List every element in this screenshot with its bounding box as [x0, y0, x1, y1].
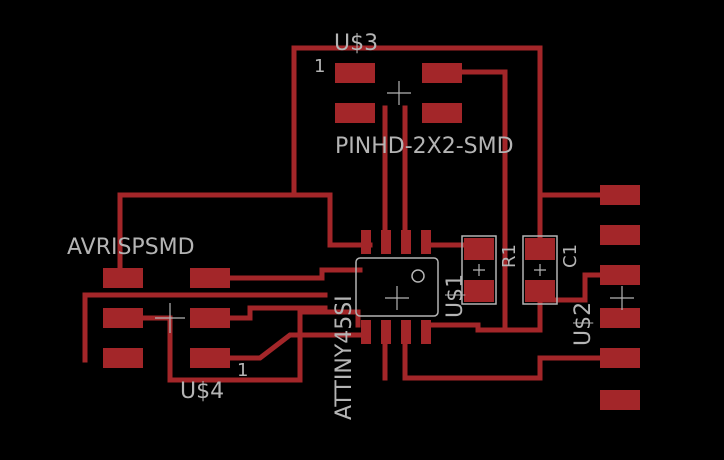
u3-pad-3 — [335, 103, 375, 123]
c1-origin-icon — [534, 264, 546, 276]
c1-name-label: C1 — [560, 244, 581, 268]
ic-outline — [355, 257, 439, 317]
avr-pad-5 — [103, 348, 143, 368]
ic-pad-bot-2 — [381, 320, 391, 344]
u3-pad-1 — [335, 63, 375, 83]
ic-pad-top-1 — [361, 230, 371, 254]
trace-ic-right-bus — [422, 287, 543, 333]
trace-top-loop — [291, 45, 543, 248]
u3-pad-4 — [422, 103, 462, 123]
u3-origin-icon — [387, 81, 411, 105]
avr-pads — [103, 268, 230, 368]
c1-pad-top — [525, 238, 555, 260]
u2-pad-5 — [600, 348, 640, 368]
trace-avr-outer — [82, 292, 328, 363]
ic-pin1-dot — [411, 269, 425, 283]
ic-pad-bot-1 — [361, 320, 371, 344]
u2-pad-1 — [600, 185, 640, 205]
trace-avr-top — [207, 267, 363, 281]
r1-origin-icon — [473, 264, 485, 276]
c1-part — [522, 235, 558, 305]
r1-name-label: R1 — [499, 244, 520, 268]
avr-pad-2 — [190, 268, 230, 288]
ic-pad-top-3 — [401, 230, 411, 254]
u2-pads — [600, 185, 640, 410]
r1-pad-top — [464, 238, 494, 260]
u3-pin1-label: 1 — [314, 56, 325, 77]
r1-body — [461, 235, 497, 305]
u2-origin-icon — [610, 286, 634, 310]
avr-pad-6 — [190, 348, 230, 368]
avr-pad-3 — [103, 308, 143, 328]
u2-pad-6 — [600, 390, 640, 410]
trace-ic-bottom-right — [402, 327, 603, 381]
ic-pad-bot-3 — [401, 320, 411, 344]
ic-pad-top-2 — [381, 230, 391, 254]
ic-pads — [361, 230, 431, 344]
u2-pad-3 — [600, 265, 640, 285]
avr-origin-icon — [155, 303, 185, 333]
avr-pad-4 — [190, 308, 230, 328]
u3-value-label: PINHD-2X2-SMD — [335, 134, 514, 159]
avr-pad-1 — [103, 268, 143, 288]
trace-left-feed — [117, 192, 373, 273]
u2-pad-4 — [600, 308, 640, 328]
origin-markers — [155, 81, 634, 333]
c1-pad-bottom — [525, 280, 555, 302]
u4-pin1-label: 1 — [237, 360, 248, 381]
u3-pads — [335, 63, 462, 123]
u2-name-label: U$2 — [571, 302, 596, 346]
u3-name-label: U$3 — [334, 31, 378, 56]
r1-part — [461, 235, 497, 305]
ic-origin-icon — [385, 286, 409, 310]
trace-u4-pin2 — [207, 332, 363, 361]
ic-value-label: ATTINY45SI — [332, 295, 357, 420]
trace-r1-to-u2 — [542, 272, 603, 303]
ic-pad-bot-4 — [421, 320, 431, 344]
ic-pad-top-4 — [421, 230, 431, 254]
u3-pad-2 — [422, 63, 462, 83]
avr-value-label: AVRISPSMD — [67, 235, 195, 260]
ic-body-outline — [355, 257, 439, 317]
ic-name-label: U$1 — [443, 274, 468, 318]
c1-body — [522, 235, 558, 305]
r1-pad-bottom — [464, 280, 494, 302]
u2-pad-2 — [600, 225, 640, 245]
u4-name-label: U$4 — [180, 379, 224, 404]
